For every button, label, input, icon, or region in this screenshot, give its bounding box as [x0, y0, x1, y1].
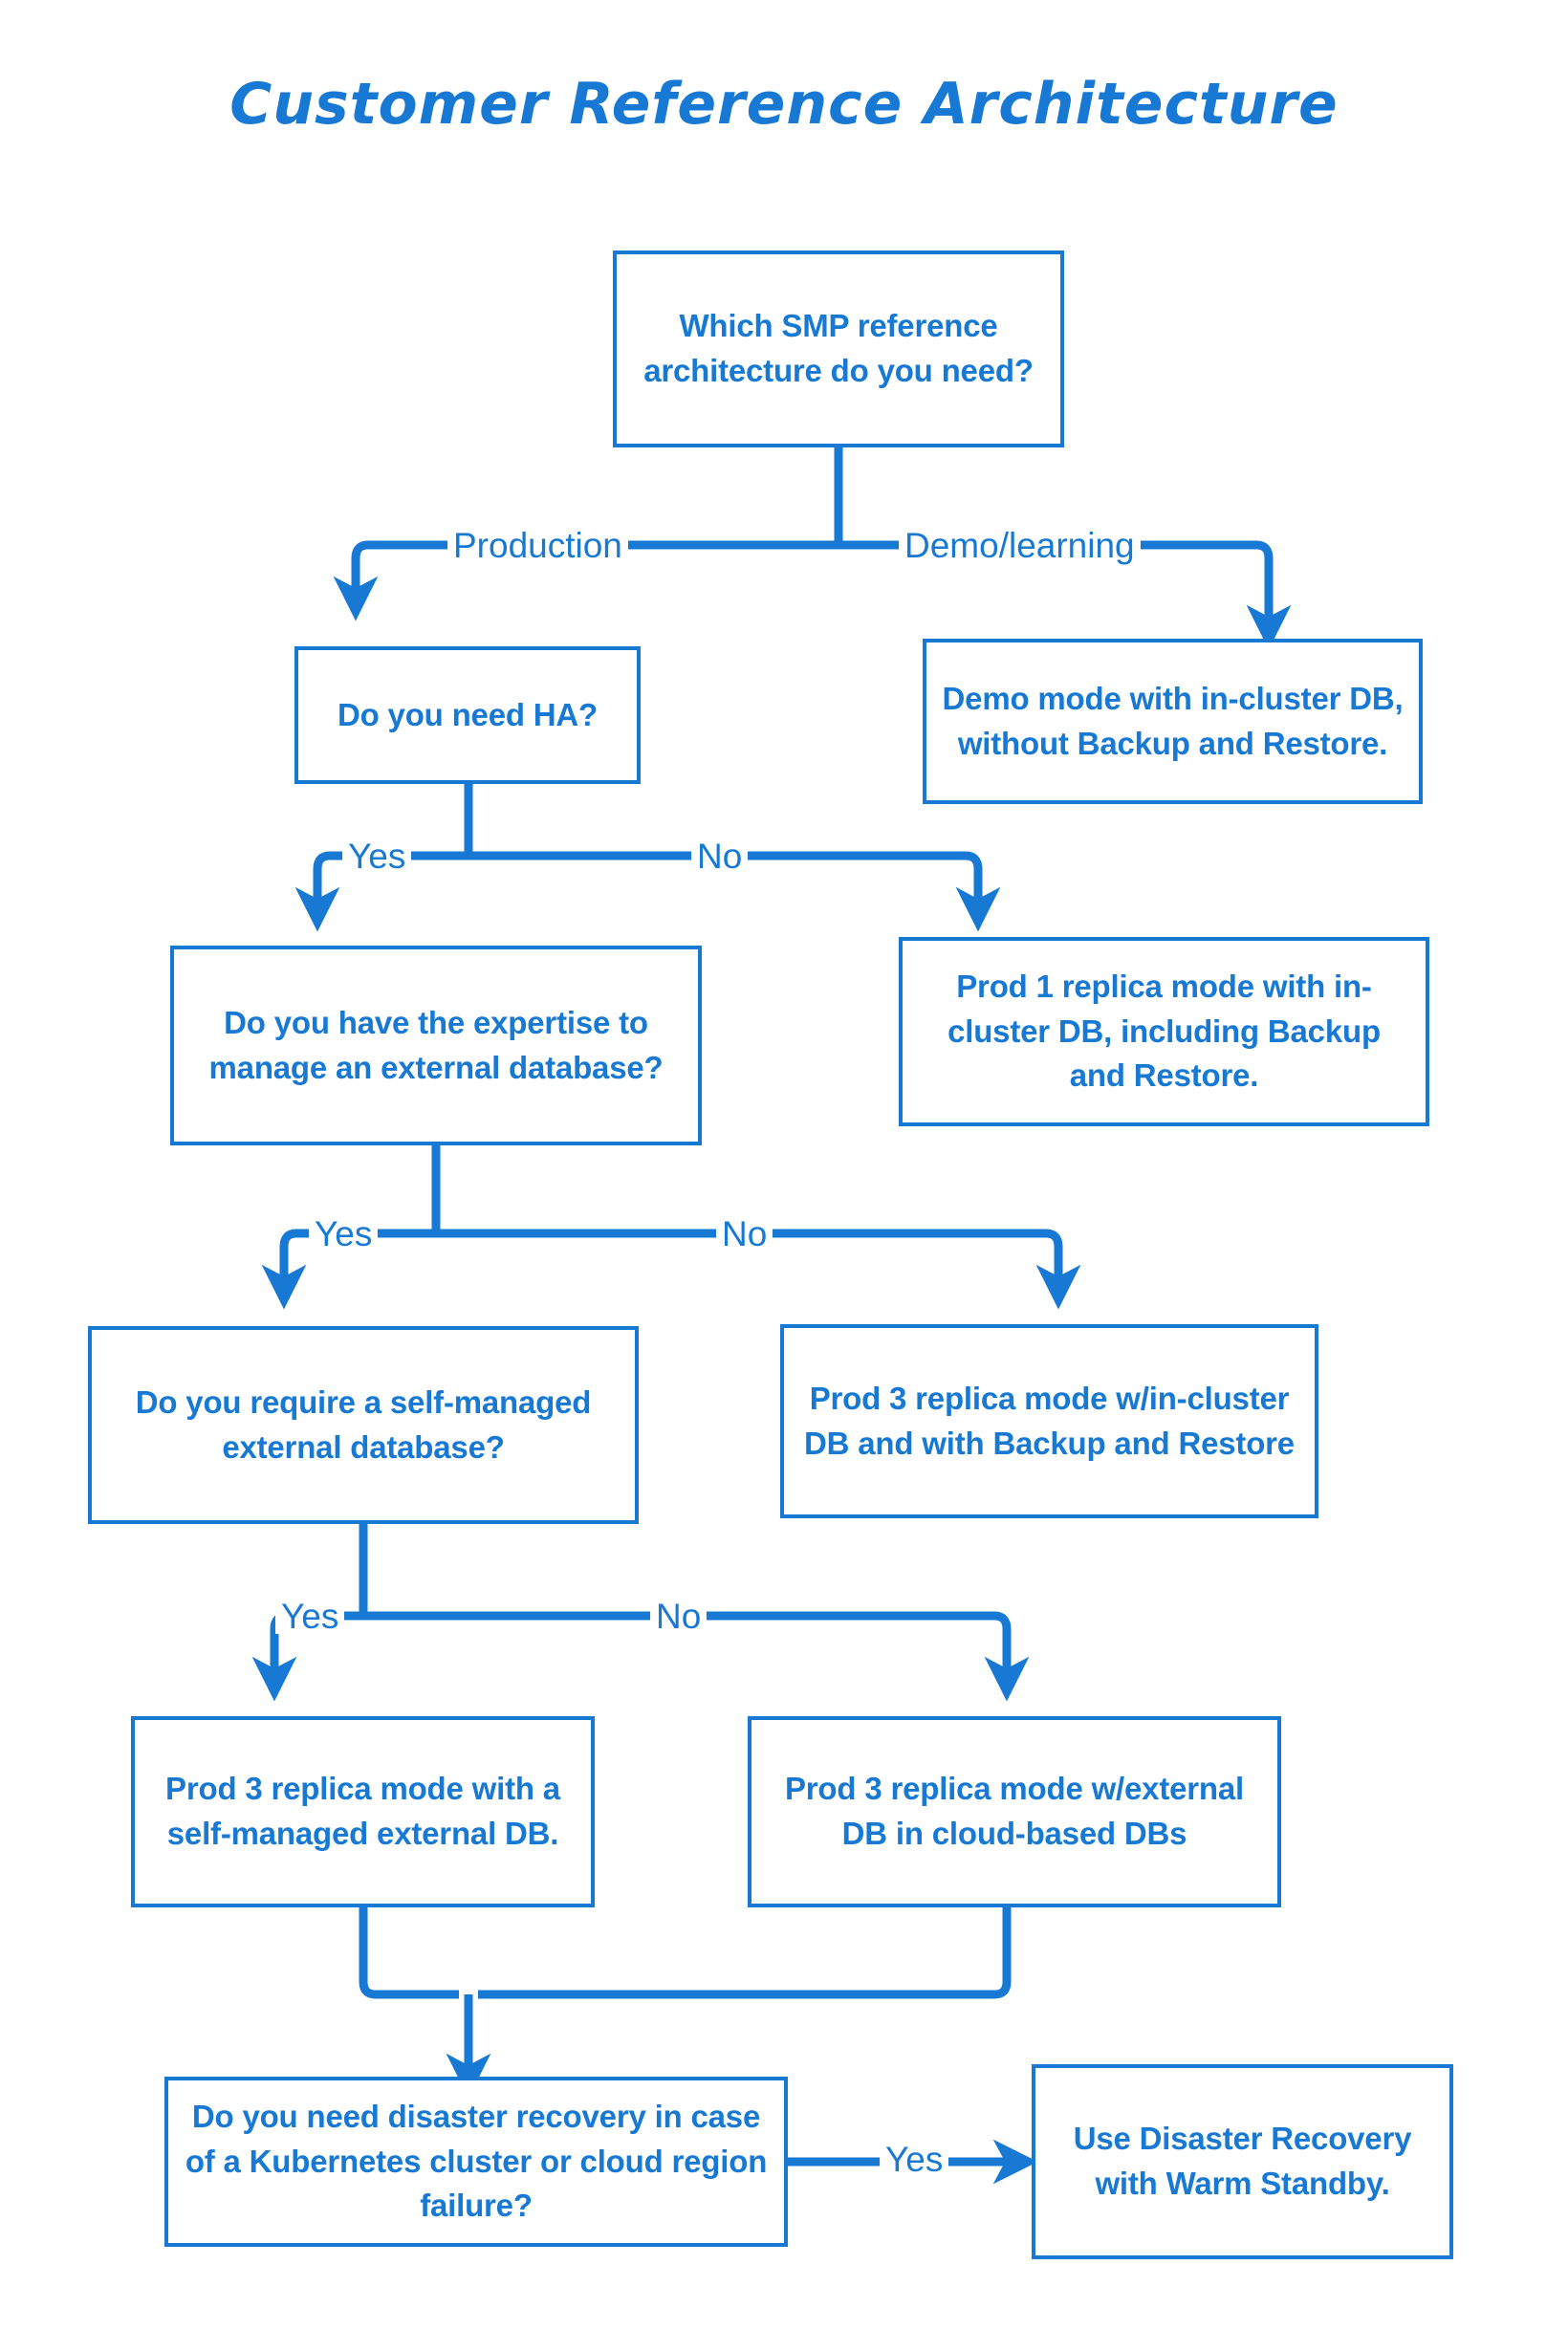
node-label: Do you need HA?: [337, 696, 598, 732]
node-label: Prod 3 replica mode w/external DB in clo…: [784, 1771, 1244, 1851]
node-prod-3-replica-self-managed-external-db[interactable]: Prod 3 replica mode with a self-managed …: [131, 1716, 595, 1907]
node-do-you-need-ha[interactable]: Do you need HA?: [294, 646, 641, 784]
edge-n1-to-n3: [838, 540, 1292, 650]
edge-label-expertise-yes: Yes: [309, 1216, 379, 1252]
node-prod-3-replica-cloud-based-db[interactable]: Prod 3 replica mode w/external DB in clo…: [748, 1716, 1281, 1907]
node-use-disaster-recovery-warm-standby[interactable]: Use Disaster Recovery with Warm Standby.: [1032, 2064, 1453, 2259]
edge-n4-to-n6: [261, 1229, 436, 1310]
edge-label-ha-yes: Yes: [342, 838, 412, 874]
node-label: Demo mode with in-cluster DB, without Ba…: [942, 680, 1404, 761]
node-label: Prod 3 replica mode w/in-cluster DB and …: [804, 1380, 1295, 1461]
node-expertise-external-database[interactable]: Do you have the expertise to manage an e…: [170, 946, 702, 1145]
edge-n2-to-n5: [468, 851, 1001, 932]
node-prod-3-replica-in-cluster-db[interactable]: Prod 3 replica mode w/in-cluster DB and …: [780, 1324, 1318, 1518]
node-label: Which SMP reference architecture do you …: [643, 308, 1034, 388]
node-need-disaster-recovery[interactable]: Do you need disaster recovery in case of…: [164, 2077, 788, 2247]
node-label: Use Disaster Recovery with Warm Standby.: [1073, 2121, 1412, 2201]
page-title: Customer Reference Architecture: [229, 71, 1339, 138]
edge-n9-merge: [478, 1907, 1012, 1999]
edge-n8-merge: [359, 1907, 459, 1999]
edge-label-dr-yes: Yes: [880, 2142, 949, 2177]
node-label: Prod 3 replica mode with a self-managed …: [165, 1771, 560, 1851]
node-require-self-managed-external-db[interactable]: Do you require a self-managed external d…: [88, 1326, 639, 1524]
node-label: Do you require a self-managed external d…: [135, 1383, 592, 1465]
edge-label-ha-no: No: [691, 838, 749, 874]
node-label: Prod 1 replica mode with in-cluster DB, …: [947, 968, 1381, 1094]
node-label: Do you need disaster recovery in case of…: [185, 2098, 768, 2224]
edge-n1-to-n2: [333, 540, 838, 621]
node-label: Do you have the expertise to manage an e…: [208, 1004, 664, 1085]
edge-label-selfmanaged-yes: Yes: [275, 1599, 345, 1634]
edge-n4-to-n6b: [436, 1229, 1081, 1310]
node-prod-1-replica-mode[interactable]: Prod 1 replica mode with in-cluster DB, …: [899, 937, 1429, 1126]
edge-label-production: Production: [447, 528, 628, 563]
edge-label-selfmanaged-no: No: [650, 1599, 708, 1634]
node-demo-mode-in-cluster-db[interactable]: Demo mode with in-cluster DB, without Ba…: [923, 639, 1423, 804]
edge-n2-to-n4: [294, 851, 468, 932]
edge-label-demo-learning: Demo/learning: [899, 528, 1141, 563]
edge-label-expertise-no: No: [716, 1216, 773, 1252]
edge-n6-to-n9: [363, 1611, 1030, 1702]
node-which-smp-reference-architecture[interactable]: Which SMP reference architecture do you …: [613, 250, 1064, 447]
